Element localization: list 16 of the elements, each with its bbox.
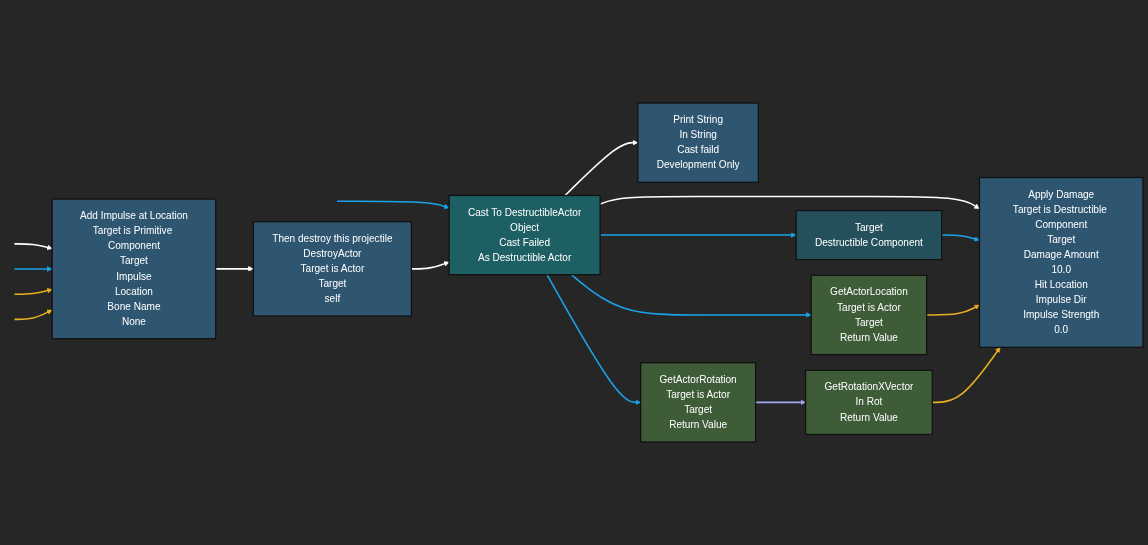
connector-wire xyxy=(13,266,53,272)
node-box: Then destroy this projectile DestroyActor Target is Actor Target self xyxy=(252,221,412,317)
connector-wire xyxy=(336,200,450,209)
connector-wire xyxy=(546,273,641,406)
node-box: GetActorRotation Target is Actor Target Return Value xyxy=(640,362,757,443)
connector-wire xyxy=(13,288,53,295)
connector-wire xyxy=(13,309,53,321)
node-box: Target Destructible Component xyxy=(795,209,943,261)
node-box: Print String In String Cast faild Development Only xyxy=(637,102,759,183)
node-box: GetActorLocation Target is Actor Target Return Value xyxy=(810,274,928,356)
node-box: Cast To DestructibleActor Object Cast Failed As Destructible Actor xyxy=(448,194,601,276)
node-box: Add Impulse at Location Target is Primitive Component Target Impulse Location Bone Name None xyxy=(51,198,217,340)
connector-wire xyxy=(13,243,53,251)
node-box: GetRotationXVector In Rot Return Value xyxy=(804,369,933,436)
connector-wire xyxy=(570,273,812,318)
node-box: Apply Damage Target is Destructible Component Target Damage Amount 10.0 Hit Location Impulse Dir Impulse Strength 0.0 xyxy=(978,176,1144,348)
